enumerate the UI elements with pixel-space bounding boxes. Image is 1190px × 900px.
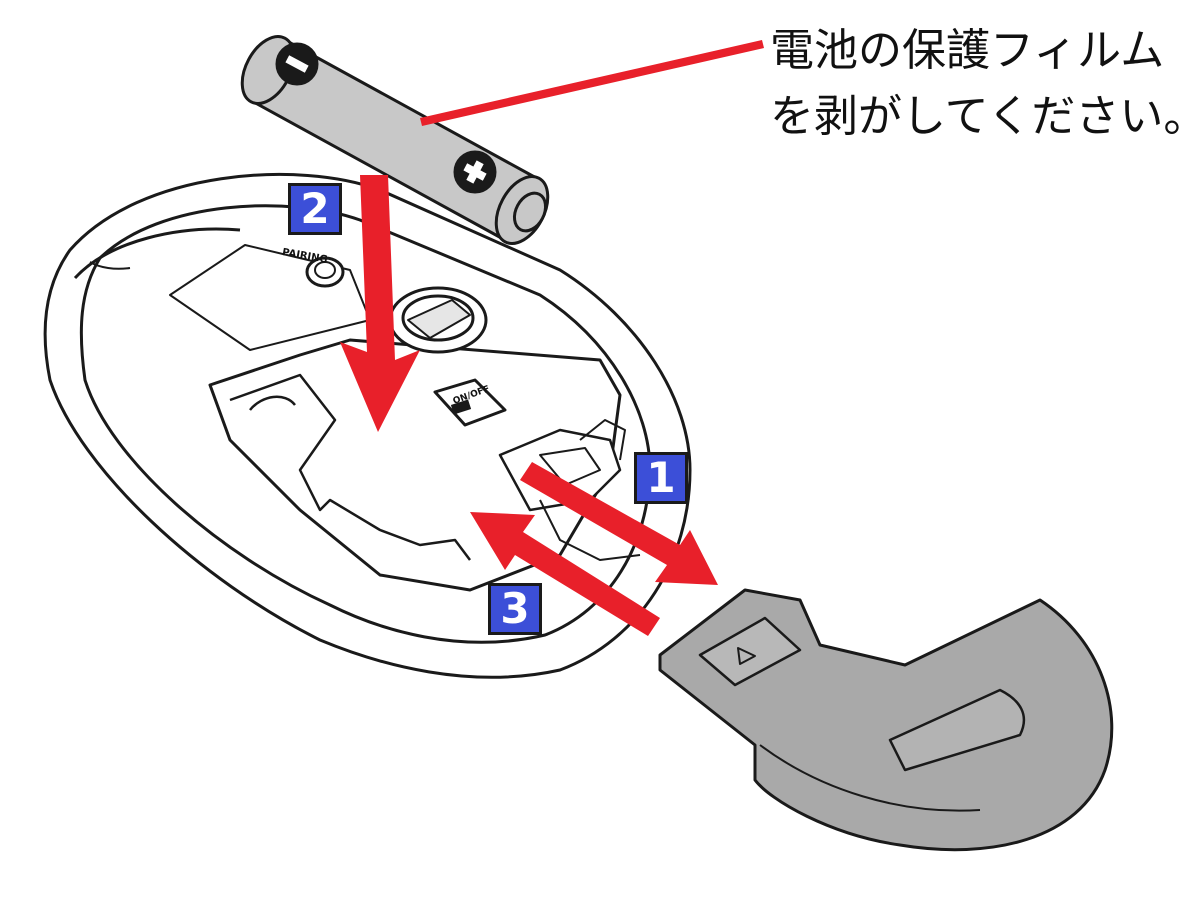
insert-battery-arrow (340, 175, 420, 432)
battery-cover (658, 588, 1114, 852)
remove-cover-arrow (520, 462, 718, 585)
film-pointer-line (420, 40, 764, 126)
power-switch (433, 378, 507, 427)
aa-battery (240, 35, 550, 245)
attach-cover-arrow (470, 512, 660, 636)
step-1-badge: 1 (634, 452, 688, 504)
caption-line-2: を剥がしてください。 (770, 91, 1190, 142)
step-2-badge: 2 (288, 183, 342, 235)
mouse-body (43, 172, 692, 679)
caption-line-1: 電池の保護フィルム (770, 25, 1165, 76)
instruction-arrows (340, 40, 764, 636)
film-removal-caption: 電池の保護フィルム を剥がしてください。 (770, 18, 1190, 150)
step-3-badge: 3 (488, 583, 542, 635)
